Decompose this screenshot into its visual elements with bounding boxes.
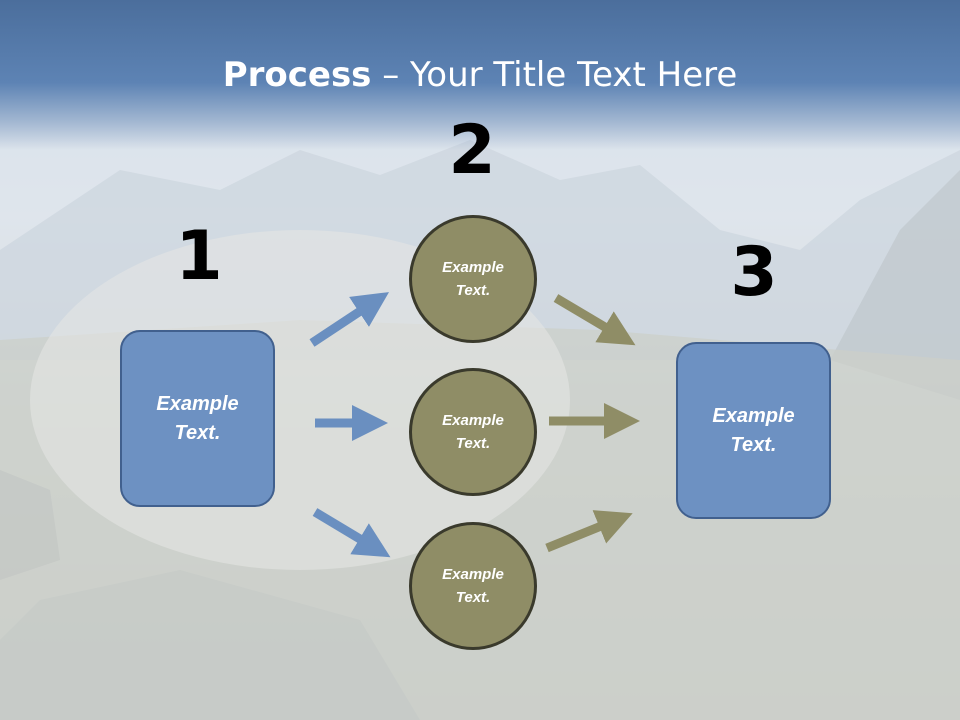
step-number-1: 1: [175, 217, 223, 296]
step2-circle-bottom: Example Text.: [409, 522, 537, 650]
step2-circle-middle: Example Text.: [409, 368, 537, 496]
step1-box: Example Text.: [120, 330, 275, 507]
arrow-to-circle-bottom: [312, 508, 391, 558]
arrow-from-circle-bottom: [545, 510, 633, 553]
step3-text: Example Text.: [712, 404, 795, 456]
step3-box: Example Text.: [676, 342, 831, 519]
title-bold: Process: [222, 55, 372, 95]
slide-title: Process – Your Title Text Here: [0, 52, 960, 98]
step-number-3: 3: [730, 233, 778, 312]
circle-bottom-text: Example Text.: [442, 566, 504, 606]
step2-circle-top: Example Text.: [409, 215, 537, 343]
circle-top-text: Example Text.: [442, 259, 504, 299]
arrow-to-circle-top: [309, 292, 390, 347]
arrow-from-circle-top: [553, 294, 636, 346]
step1-text: Example Text.: [156, 392, 239, 444]
step-number-2: 2: [448, 111, 496, 190]
title-rest: – Your Title Text Here: [371, 55, 738, 95]
circle-middle-text: Example Text.: [442, 412, 504, 452]
title-band: [0, 0, 960, 150]
